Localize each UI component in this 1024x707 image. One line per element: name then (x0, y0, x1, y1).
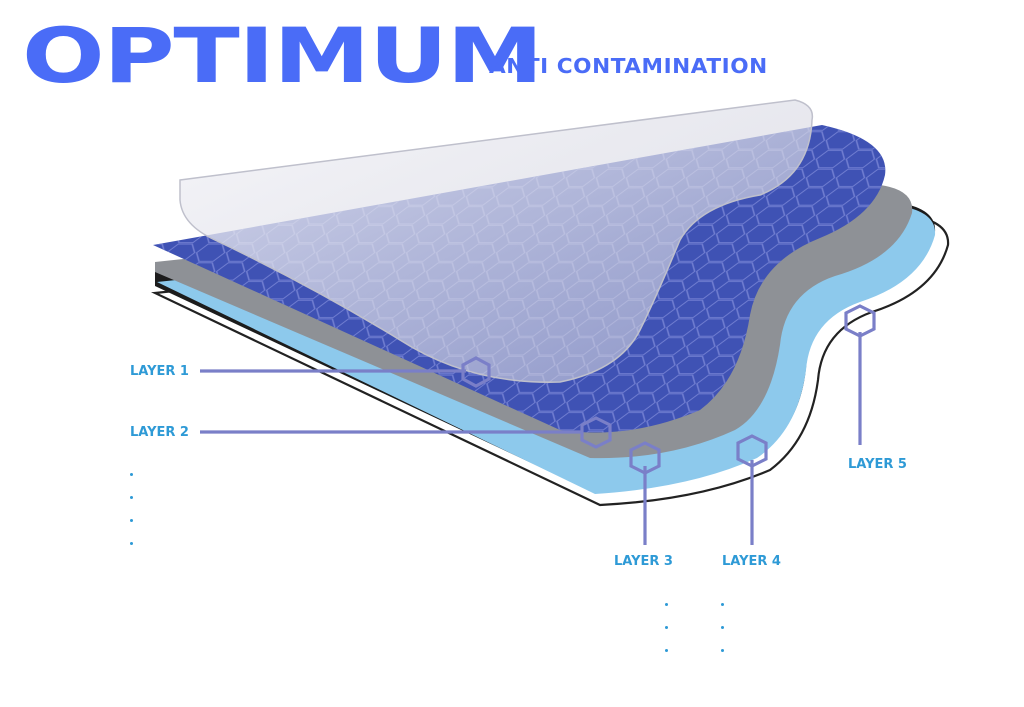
ellipsis-dots-icon (130, 473, 136, 565)
page-subtitle: ANTI CONTAMINATION (489, 54, 768, 78)
hexagon-icon (461, 356, 491, 388)
layer-3-label: LAYER 3 (614, 554, 673, 569)
layer-4-label: LAYER 4 (722, 554, 781, 569)
hexagon-icon (629, 441, 661, 475)
layer-1-label: LAYER 1 (130, 364, 189, 379)
ellipsis-dots-icon (721, 603, 727, 672)
layer-5-label: LAYER 5 (848, 457, 907, 472)
hexagon-icon (580, 416, 612, 449)
page-title: OPTIMUM (22, 11, 543, 100)
ellipsis-dots-icon (665, 603, 671, 672)
hexagon-icon (736, 434, 768, 468)
peeling-clear-film (179, 99, 814, 383)
hexagon-icon (844, 304, 876, 338)
layer-2-label: LAYER 2 (130, 425, 189, 440)
